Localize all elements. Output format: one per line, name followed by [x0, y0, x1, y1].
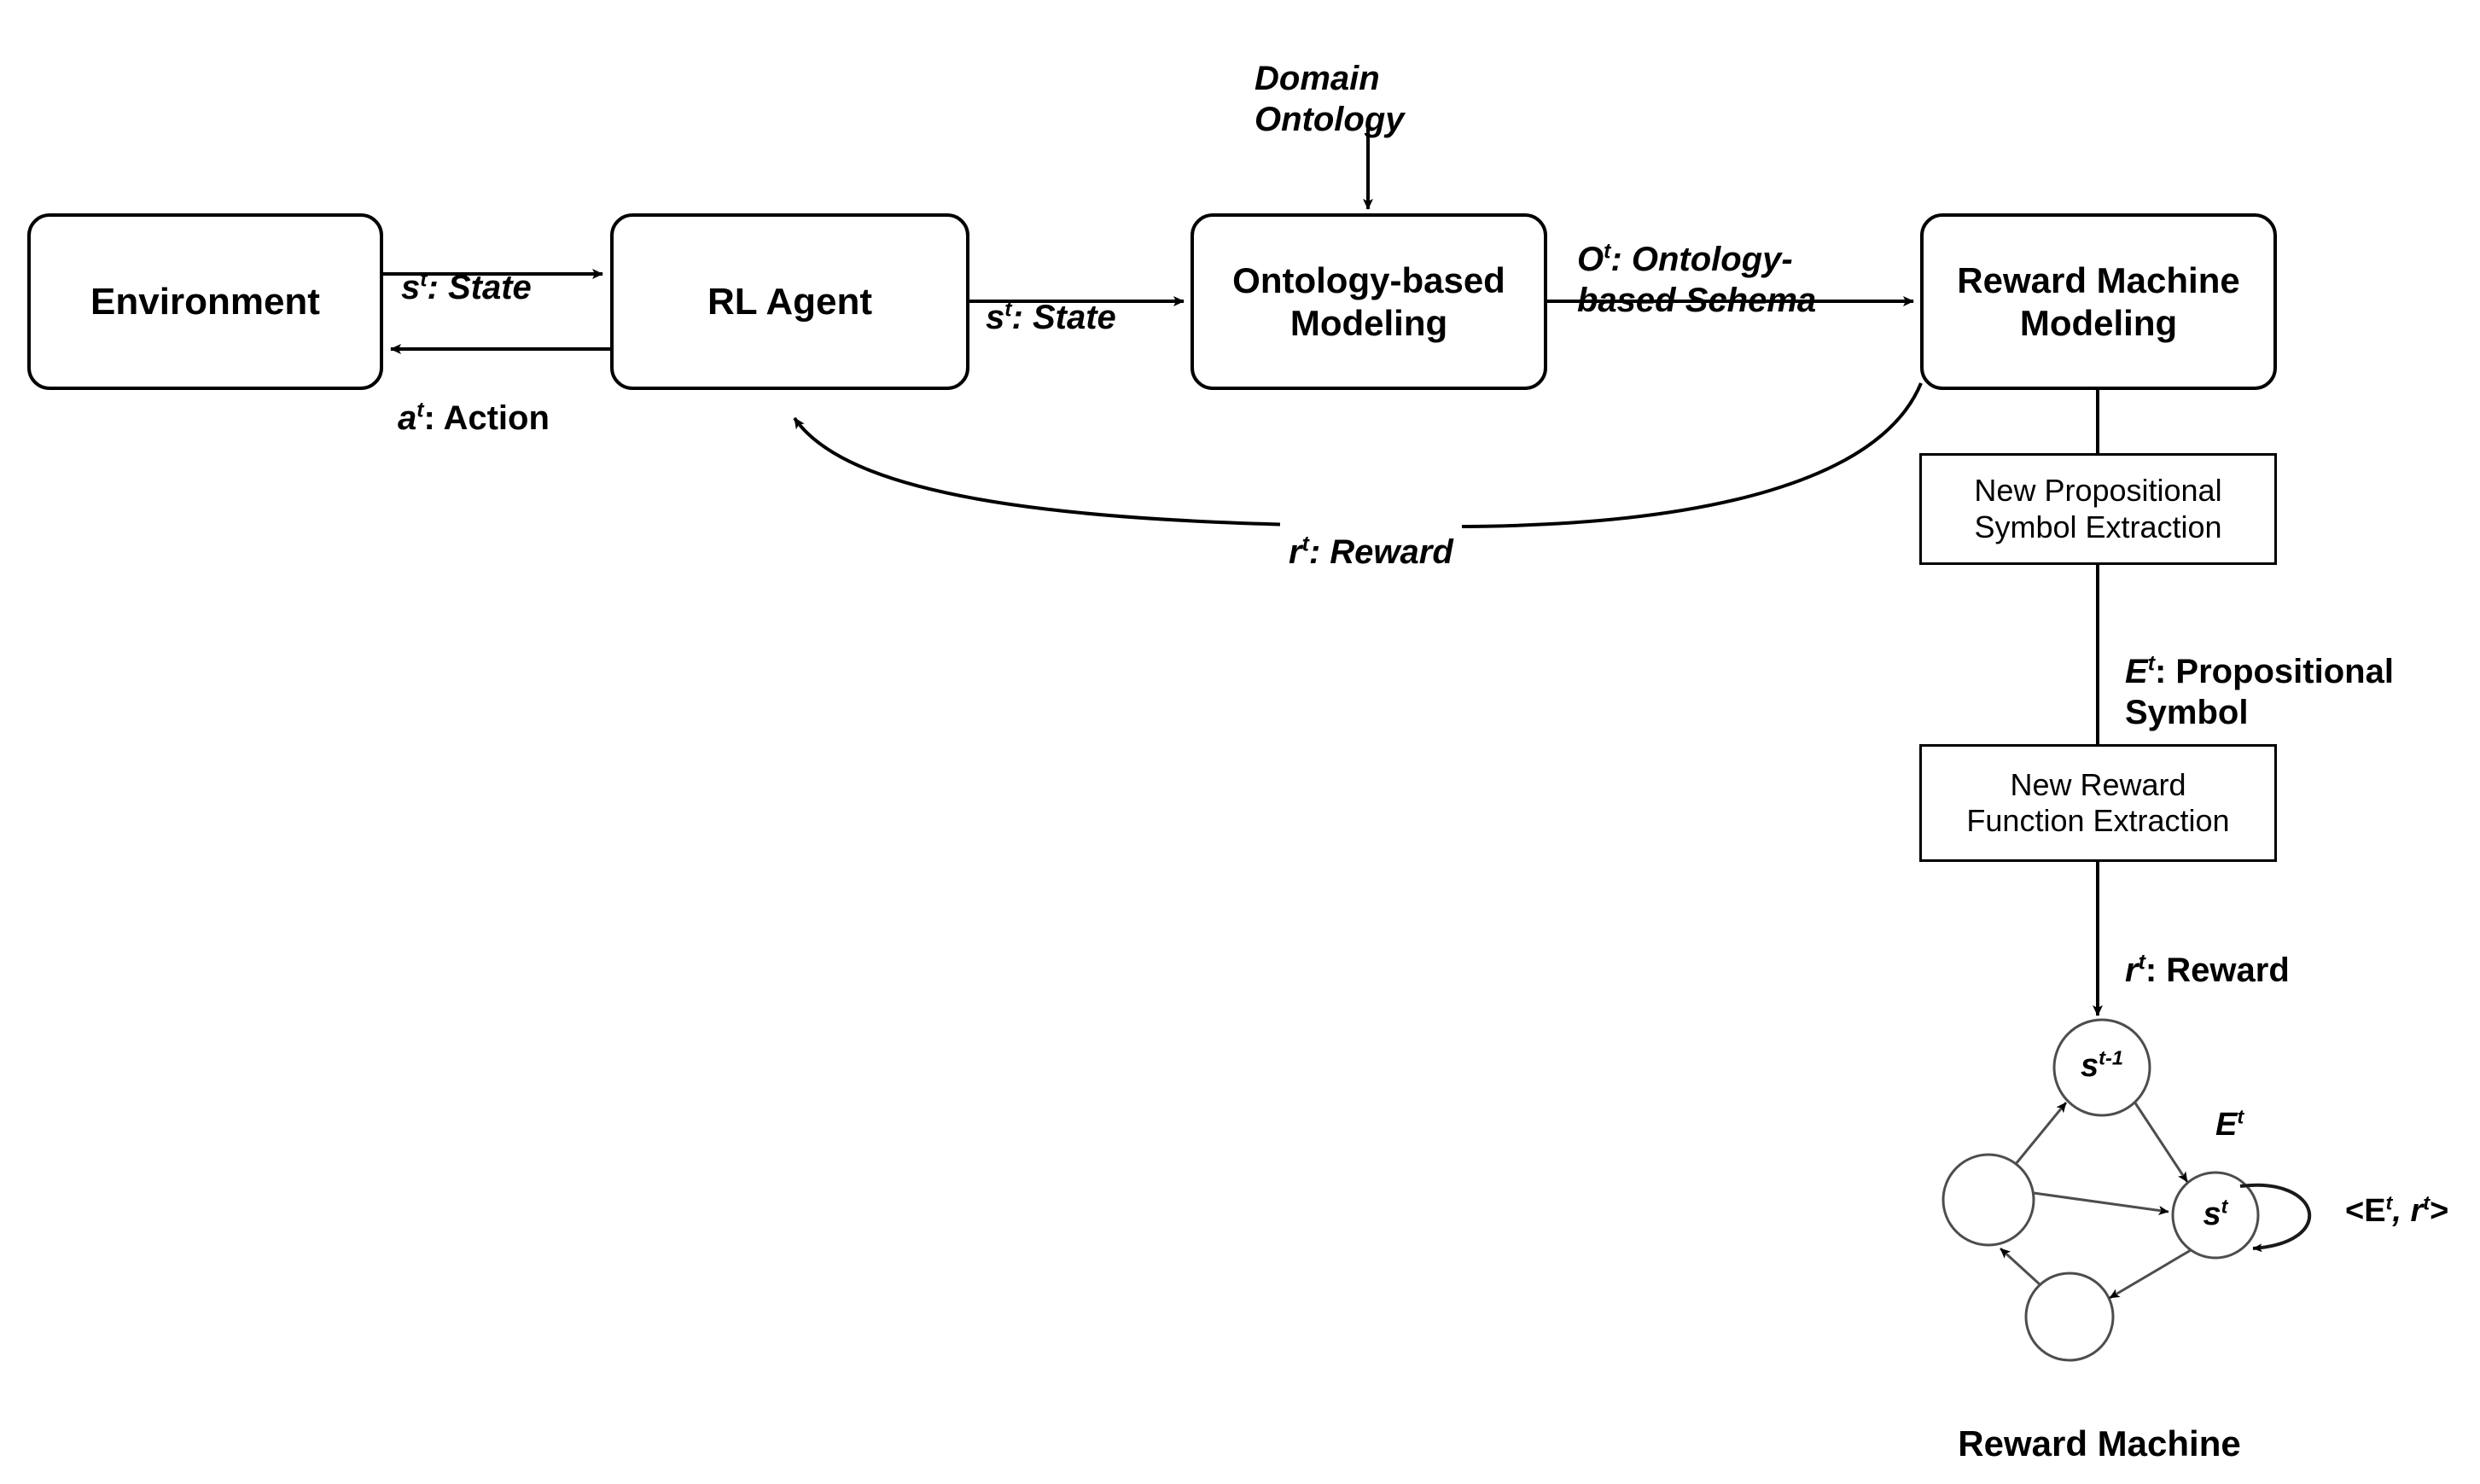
label-agent-to-ontology-state: st: State: [986, 256, 1116, 338]
label-domain-ontology: Domain Ontology: [1255, 17, 1476, 140]
rm-edge-left-to-prev: [2014, 1102, 2068, 1165]
rm-state-prev: [2052, 1018, 2151, 1117]
node-reward-machine-modeling-label: Reward Machine Modeling: [1957, 259, 2240, 343]
label-reward-machine-sym: r: [2125, 952, 2139, 989]
rm-state-curr: [2171, 1171, 2260, 1260]
label-reward-to-machine: rt: Reward: [2125, 909, 2290, 991]
label-agent-state-rest: : State: [1011, 299, 1116, 336]
node-ontology-modeling-label: Ontology-based Modeling: [1232, 259, 1505, 343]
label-action-sup: t: [416, 399, 424, 422]
node-rl-agent[interactable]: RL Agent: [610, 213, 969, 390]
rm-state-curr-sup: t: [2221, 1195, 2228, 1218]
rm-edge-left-to-curr: [2033, 1191, 2169, 1215]
label-reward-feedback-sym: r: [1289, 533, 1302, 571]
label-env-state-sym: s: [401, 269, 421, 306]
rm-transition-label-Et: Et: [2215, 1107, 2284, 1144]
rm-edge-curr-to-bottom: [2109, 1248, 2192, 1300]
label-propositional-symbol: Et: Propositional Symbol: [2125, 610, 2466, 733]
rm-transition-Et-sym: E: [2215, 1107, 2238, 1143]
label-schema-sup: t: [1604, 240, 1611, 264]
label-schema-rest: : Ontology- based Schema: [1577, 241, 1817, 319]
label-agent-state-sup: t: [1004, 298, 1012, 322]
node-environment-label: Environment: [90, 280, 320, 323]
rm-self-loop-label: <Et, rt>: [2345, 1193, 2448, 1230]
label-reward-feedback-rest: : Reward: [1308, 533, 1453, 571]
label-action-sym: a: [398, 399, 417, 437]
reward-machine-caption: Reward Machine: [1920, 1423, 2279, 1464]
label-prop-symbol-sym: E: [2125, 653, 2148, 690]
rm-self-loop-pre: <E: [2345, 1193, 2386, 1229]
rm-self-loop-sup1: t: [2385, 1191, 2393, 1214]
rm-state-prev-label: st-1: [2059, 1048, 2145, 1085]
label-domain-ontology-text: Domain Ontology: [1255, 60, 1405, 138]
node-reward-function-extraction-label: New Reward Function Extraction: [1966, 766, 2230, 838]
rm-transition-Et-sup: t: [2237, 1105, 2244, 1128]
rm-edge-bottom-to-left: [1999, 1247, 2041, 1286]
rm-state-left: [1942, 1153, 2035, 1247]
label-env-to-agent-state: st: State: [401, 226, 532, 308]
node-reward-machine-modeling[interactable]: Reward Machine Modeling: [1920, 213, 2277, 390]
label-agent-to-env-action: at: Action: [398, 357, 550, 439]
node-rl-agent-label: RL Agent: [707, 280, 873, 323]
label-env-state-rest: : State: [427, 269, 532, 306]
label-ontology-schema: Ot: Ontology- based Schema: [1577, 198, 1901, 321]
label-reward-machine-rest: : Reward: [2145, 952, 2290, 989]
label-reward-feedback-sup: t: [1301, 532, 1309, 556]
node-symbol-extraction[interactable]: New Propositional Symbol Extraction: [1919, 453, 2277, 565]
label-action-rest: : Action: [423, 399, 550, 437]
label-prop-symbol-sup: t: [2147, 652, 2155, 676]
reward-machine-caption-text: Reward Machine: [1958, 1423, 2241, 1464]
rm-state-curr-sym: s: [2203, 1196, 2221, 1232]
label-schema-sym: O: [1577, 241, 1604, 278]
label-agent-state-sym: s: [986, 299, 1005, 336]
rm-state-curr-label: st: [2181, 1196, 2250, 1233]
rm-state-prev-sup: t-1: [2099, 1046, 2123, 1069]
node-symbol-extraction-label: New Propositional Symbol Extraction: [1974, 473, 2222, 544]
rm-state-bottom: [2024, 1272, 2115, 1362]
label-env-state-sup: t: [420, 268, 428, 292]
rm-self-loop-sup2: t: [2423, 1191, 2431, 1214]
label-reward-feedback: rt: Reward: [1280, 491, 1462, 573]
label-prop-symbol-rest: : Propositional Symbol: [2125, 653, 2394, 731]
rm-self-loop-post: >: [2430, 1193, 2449, 1229]
node-reward-function-extraction[interactable]: New Reward Function Extraction: [1919, 744, 2277, 862]
rm-self-loop-mid: , r: [2392, 1193, 2424, 1229]
rm-edge-curr-self-loop: [2239, 1183, 2312, 1253]
label-reward-machine-sup: t: [2138, 951, 2145, 975]
rm-edge-prev-to-curr: [2133, 1101, 2189, 1183]
node-environment[interactable]: Environment: [27, 213, 383, 390]
node-ontology-modeling[interactable]: Ontology-based Modeling: [1191, 213, 1547, 390]
rm-state-prev-sym: s: [2081, 1048, 2099, 1084]
